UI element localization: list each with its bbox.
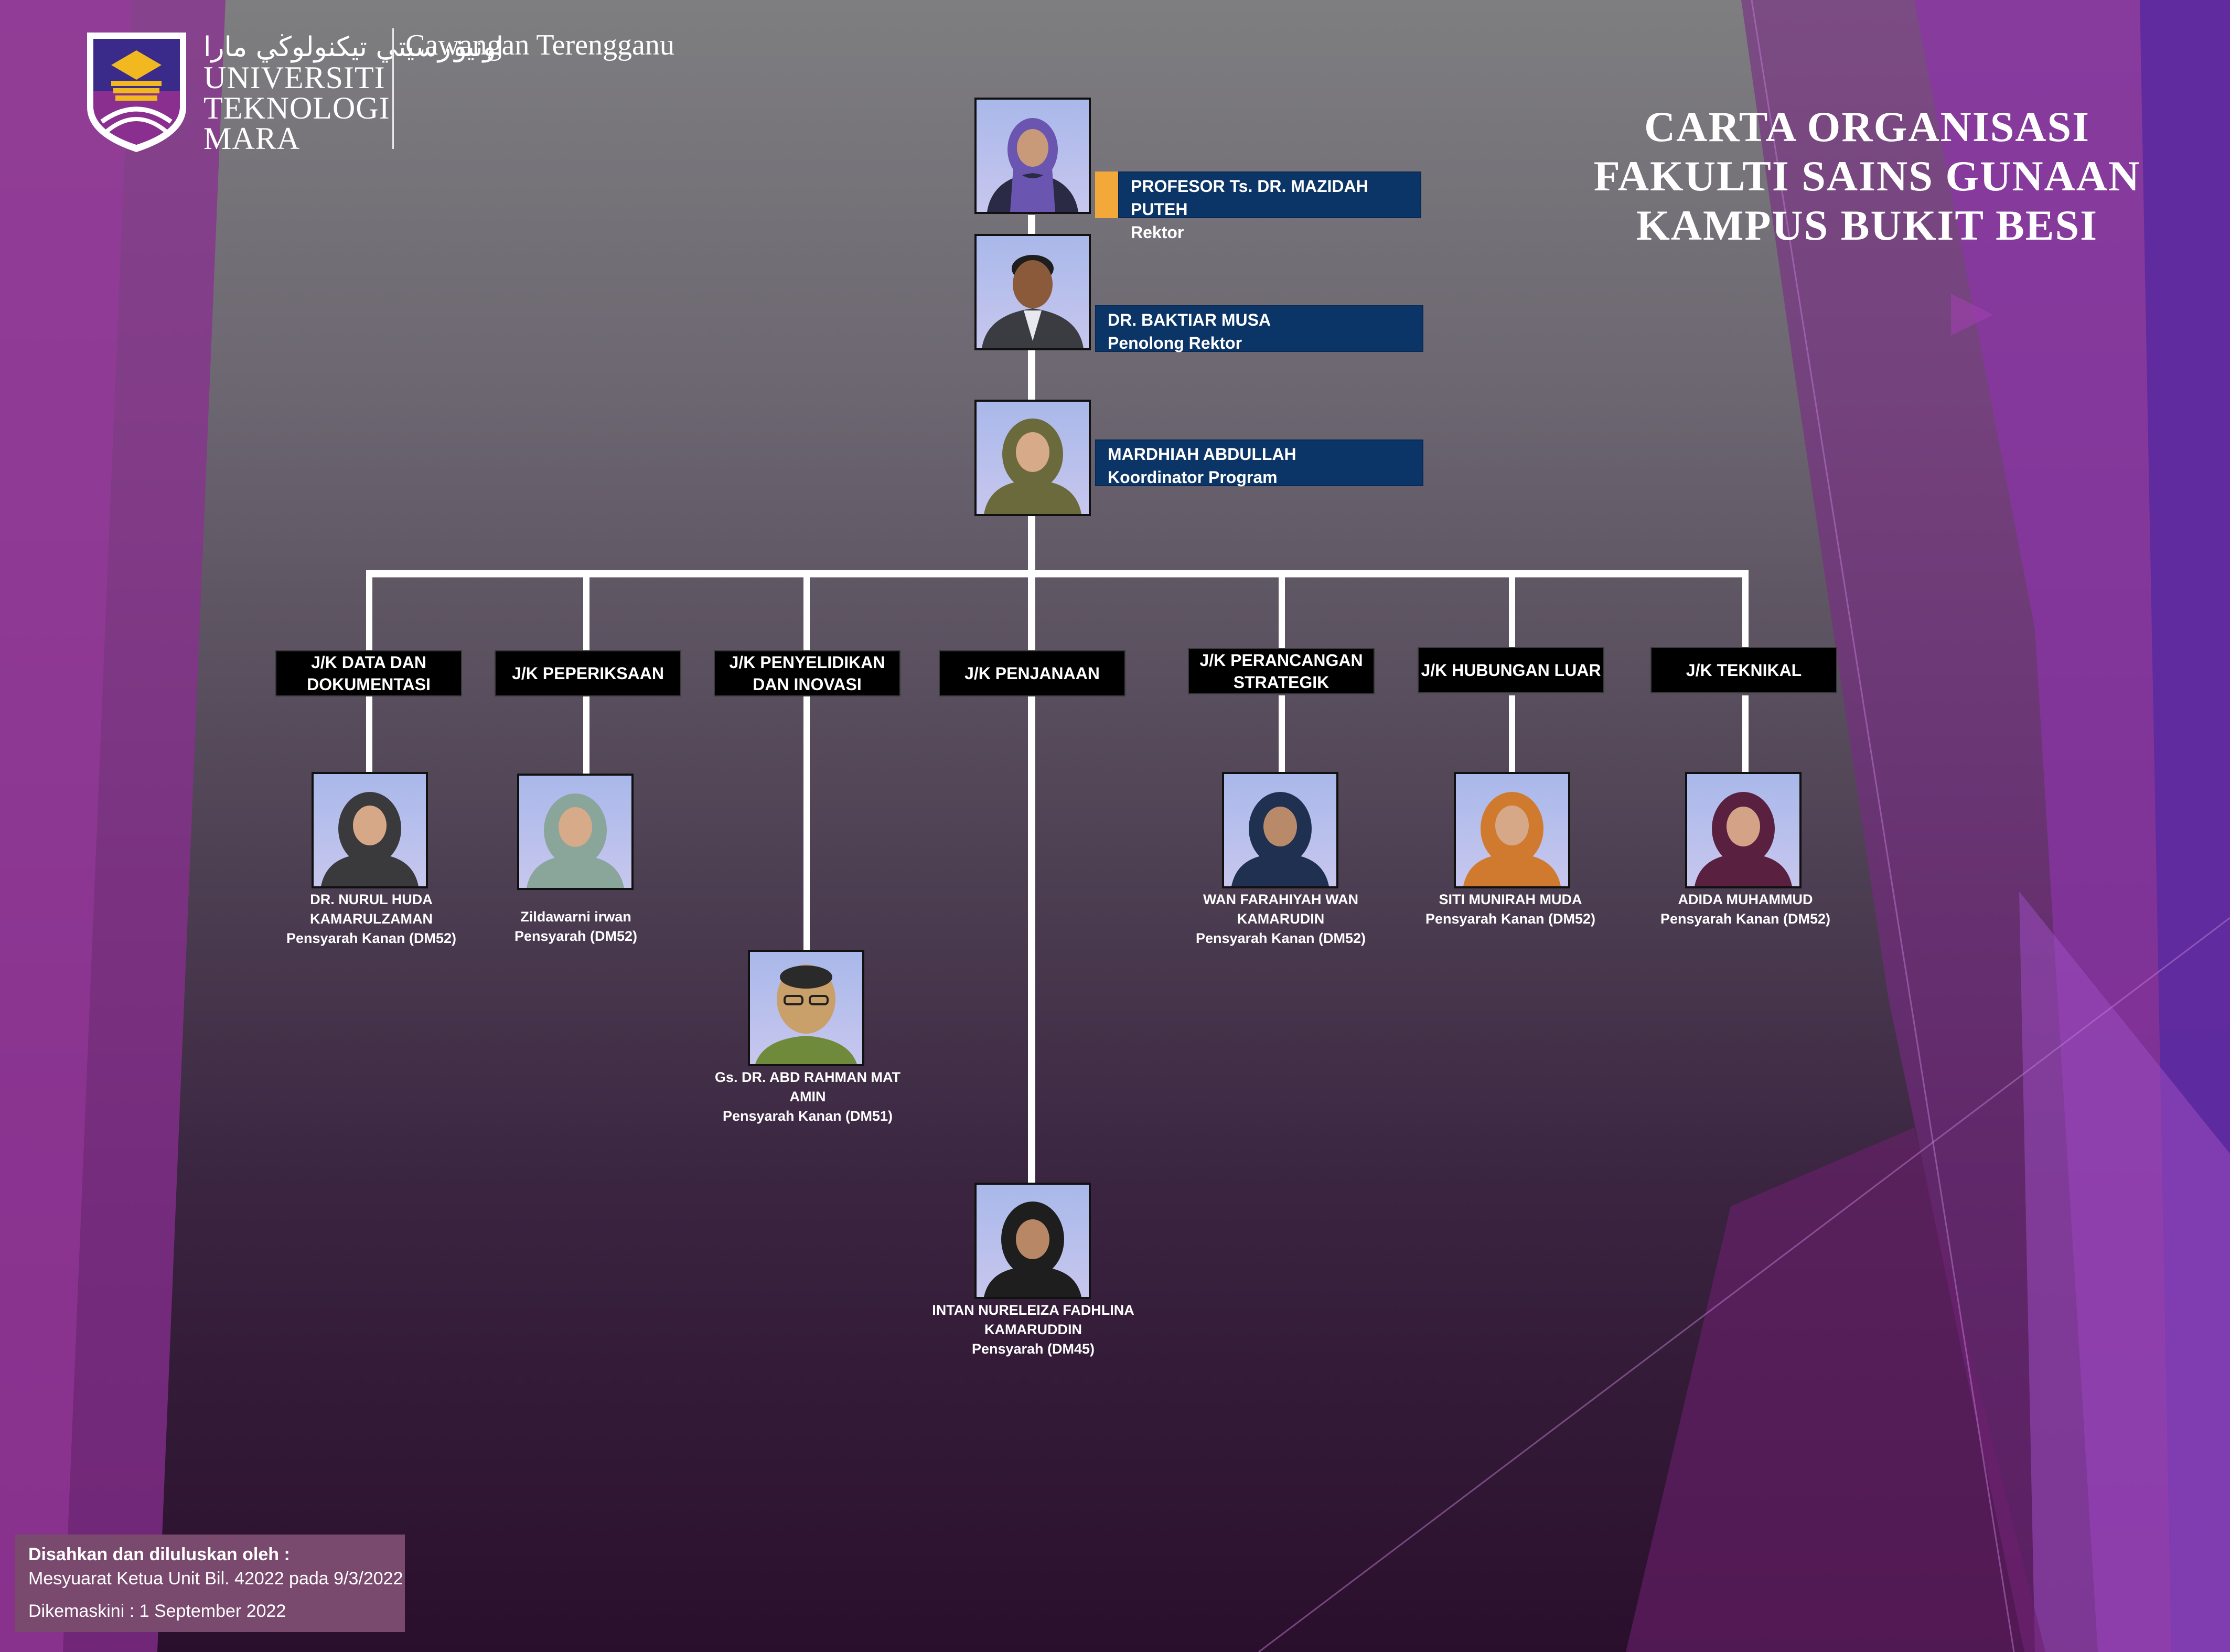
member-caption: ADIDA MUHAMMUD Pensyarah Kanan (DM52) (1635, 890, 1856, 929)
member-photo-nurul-huda (312, 772, 428, 888)
member-role: Pensyarah (DM45) (971, 1341, 1095, 1357)
connector-peperiksaan-member (583, 695, 589, 774)
person-portrait-icon (755, 964, 857, 1064)
leader-name: DR. BAKTIAR MUSA (1108, 310, 1271, 329)
member-role: Pensyarah (DM52) (514, 928, 638, 944)
member-caption: Zildawarni irwan Pensyarah (DM52) (466, 907, 686, 946)
member-photo-wan-farahiyah (1222, 772, 1338, 888)
main-trunk-line (1028, 215, 1035, 1185)
connector-perancangan (1279, 570, 1285, 651)
leader-role: Penolong Rektor (1108, 334, 1242, 352)
person-portrait-icon (1231, 792, 1329, 886)
logo-line-universiti: UNIVERSITI (203, 60, 385, 95)
rektor-name-plate: PROFESOR Ts. DR. MAZIDAH PUTEH Rektor (1118, 171, 1421, 242)
approval-updated: Dikemaskini : 1 September 2022 (28, 1601, 286, 1621)
member-name: INTAN NURELEIZA FADHLINA KAMARUDDIN (932, 1302, 1134, 1337)
connector-teknikal-member (1742, 695, 1749, 774)
connector-perancangan-member (1279, 695, 1285, 774)
member-photo-abd-rahman (748, 950, 864, 1066)
connector-hubungan-member (1509, 695, 1515, 774)
penolong-rektor-name-plate: DR. BAKTIAR MUSA Penolong Rektor (1095, 305, 1423, 352)
member-role: Pensyarah Kanan (DM51) (722, 1108, 893, 1124)
approval-note: Disahkan dan diluluskan oleh : Mesyuarat… (15, 1535, 405, 1632)
rektor-accent-bar (1095, 171, 1118, 218)
leader-photo-penolong-rektor (974, 234, 1091, 350)
uitm-logo: اونيۏرسيتي تيكنولوڬي مارا UNIVERSITI TEK… (83, 28, 712, 154)
committee-data-dokumentasi: J/K DATA DAN DOKUMENTASI (275, 650, 462, 696)
title-line-1: CARTA ORGANISASI (1644, 103, 2090, 151)
connector-teknikal (1742, 570, 1749, 651)
committee-perancangan-strategik: J/K PERANCANGAN STRATEGIK (1188, 648, 1375, 694)
member-photo-siti-munirah (1454, 772, 1570, 888)
person-portrait-icon (984, 1202, 1081, 1297)
member-role: Pensyarah Kanan (DM52) (1660, 911, 1831, 927)
leader-role: Rektor (1131, 223, 1184, 242)
uitm-shield-icon (87, 33, 186, 152)
committee-penyelidikan-inovasi: J/K PENYELIDIKAN DAN INOVASI (714, 650, 900, 696)
member-caption: WAN FARAHIYAH WAN KAMARUDIN Pensyarah Ka… (1171, 890, 1391, 948)
connector-data (366, 570, 372, 651)
member-name: DR. NURUL HUDA KAMARULZAMAN (310, 892, 433, 927)
logo-separator (392, 28, 394, 149)
leader-name: MARDHIAH ABDULLAH (1108, 445, 1296, 464)
connector-data-member (366, 695, 372, 774)
logo-line-mara: MARA (203, 121, 301, 156)
approval-heading: Disahkan dan diluluskan oleh : (28, 1544, 290, 1564)
member-name: WAN FARAHIYAH WAN KAMARUDIN (1203, 892, 1358, 927)
committee-hubungan-luar: J/K HUBUNGAN LUAR (1418, 647, 1604, 693)
member-caption: SITI MUNIRAH MUDA Pensyarah Kanan (DM52) (1400, 890, 1621, 929)
committee-teknikal: J/K TEKNIKAL (1650, 647, 1837, 693)
leader-role: Koordinator Program (1108, 468, 1278, 487)
chart-title: CARTA ORGANISASI FAKULTI SAINS GUNAAN KA… (1563, 102, 2171, 250)
member-name: ADIDA MUHAMMUD (1678, 892, 1813, 907)
person-portrait-icon (527, 793, 624, 888)
connector-penyelidikan (803, 570, 810, 651)
committee-bus-line (366, 570, 1749, 577)
committee-peperiksaan: J/K PEPERIKSAAN (495, 650, 681, 696)
leader-photo-rektor (974, 98, 1091, 214)
committee-penjanaan: J/K PENJANAAN (939, 650, 1125, 696)
member-caption: INTAN NURELEIZA FADHLINA KAMARUDDIN Pens… (923, 1301, 1143, 1359)
person-portrait-icon (1463, 792, 1561, 886)
member-role: Pensyarah Kanan (DM52) (1425, 911, 1596, 927)
connector-hubungan (1509, 570, 1515, 651)
koordinator-name-plate: MARDHIAH ABDULLAH Koordinator Program (1095, 439, 1423, 487)
person-portrait-icon (321, 792, 419, 886)
person-portrait-icon (984, 419, 1081, 514)
approval-meeting: Mesyuarat Ketua Unit Bil. 42022 pada 9/3… (28, 1569, 403, 1589)
member-name: Zildawarni irwan (520, 909, 631, 925)
person-portrait-icon (982, 255, 1084, 348)
leader-photo-koordinator (974, 400, 1091, 516)
campus-name: Cawangan Terengganu (405, 29, 674, 61)
person-portrait-icon (1695, 792, 1792, 886)
logo-line-teknologi: TEKNOLOGI (203, 91, 390, 125)
member-caption: DR. NURUL HUDA KAMARULZAMAN Pensyarah Ka… (261, 890, 481, 948)
member-name: Gs. DR. ABD RAHMAN MAT AMIN (715, 1069, 900, 1104)
member-role: Pensyarah Kanan (DM52) (1195, 930, 1366, 946)
title-line-2: FAKULTI SAINS GUNAAN (1593, 152, 2141, 200)
person-portrait-icon (987, 118, 1078, 212)
logo-arabic-text: اونيۏرسيتي تيكنولوڬي مارا (203, 31, 504, 63)
member-name: SITI MUNIRAH MUDA (1439, 892, 1582, 907)
member-photo-adida (1685, 772, 1802, 888)
member-role: Pensyarah Kanan (DM52) (286, 930, 457, 946)
member-photo-zildawarni (517, 774, 634, 890)
member-photo-intan (974, 1183, 1091, 1299)
connector-penyelidikan-member (803, 695, 810, 952)
title-line-3: KAMPUS BUKIT BESI (1636, 201, 2098, 249)
leader-name: PROFESOR Ts. DR. MAZIDAH PUTEH (1131, 177, 1368, 219)
connector-peperiksaan (583, 570, 589, 651)
member-caption: Gs. DR. ABD RAHMAN MAT AMIN Pensyarah Ka… (698, 1068, 918, 1126)
